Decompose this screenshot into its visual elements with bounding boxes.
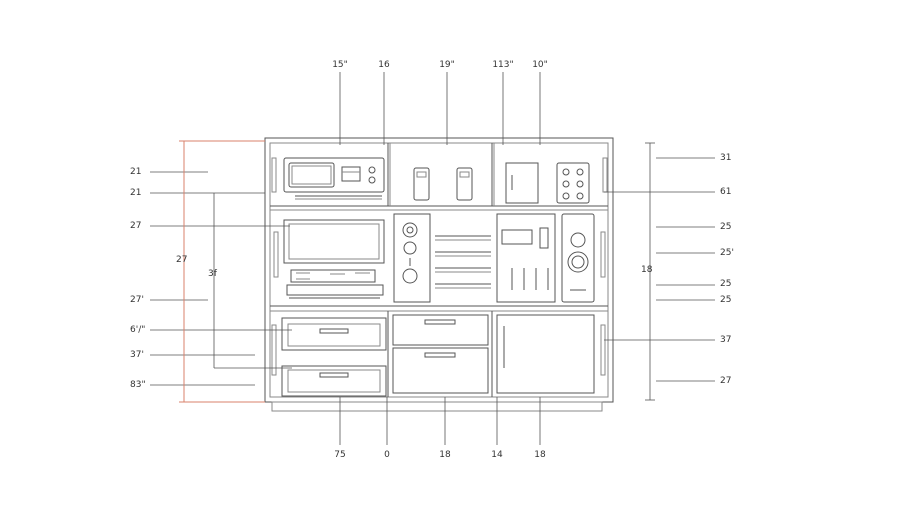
dimension-label-right-7: 37 bbox=[720, 335, 732, 345]
dimension-label-bottom-5: 18 bbox=[534, 450, 546, 460]
small-door bbox=[505, 162, 539, 204]
dimension-label-left-1: 21 bbox=[130, 167, 142, 177]
dimension-label-right-4: 25' bbox=[720, 248, 734, 258]
control-panel bbox=[556, 162, 590, 204]
dimension-label-top-4: 113" bbox=[492, 60, 514, 70]
drawer-tray bbox=[286, 284, 384, 296]
drawer-4 bbox=[392, 347, 489, 394]
dimension-label-right-3: 25 bbox=[720, 222, 732, 232]
cabinet-inner bbox=[269, 142, 609, 398]
dimension-label-right-vertical: 18 bbox=[641, 265, 653, 275]
dimension-label-top-1: 15" bbox=[332, 60, 348, 70]
dimension-label-left-7: 83" bbox=[130, 380, 146, 390]
drawer-2 bbox=[281, 365, 387, 397]
cabinet-base bbox=[271, 401, 603, 412]
spice-rack bbox=[435, 235, 491, 289]
dimension-label-top-2: 16 bbox=[378, 60, 390, 70]
drawer-1 bbox=[281, 317, 387, 351]
dimension-label-right-1: 31 bbox=[720, 153, 732, 163]
utensil-block bbox=[496, 213, 556, 303]
dimension-label-right-8: 27 bbox=[720, 376, 732, 386]
dimension-label-left-4: 27' bbox=[130, 295, 144, 305]
dimension-label-bottom-3: 18 bbox=[439, 450, 451, 460]
dimension-label-left-2: 21 bbox=[130, 188, 142, 198]
dimension-label-bottom-1: 75 bbox=[334, 450, 346, 460]
canister-left bbox=[413, 167, 430, 201]
stereo-unit bbox=[290, 269, 376, 283]
dimension-label-top-3: 19" bbox=[439, 60, 455, 70]
dimension-label-left-6: 37' bbox=[130, 350, 144, 360]
tv-screen bbox=[283, 219, 385, 264]
dimension-label-right-2: 61 bbox=[720, 187, 732, 197]
dimension-label-left-5: 6'/" bbox=[130, 325, 146, 335]
canister-right bbox=[456, 167, 473, 201]
cabinet-door bbox=[496, 314, 595, 394]
knob-panel bbox=[393, 213, 431, 303]
dimension-label-left-vertical-outer: 27 bbox=[176, 255, 188, 265]
drawer-3 bbox=[392, 314, 489, 346]
dimension-label-left-3: 27 bbox=[130, 221, 142, 231]
dimension-label-bottom-2: 0 bbox=[384, 450, 390, 460]
dimension-label-right-6: 25 bbox=[720, 295, 732, 305]
gauge-panel bbox=[561, 213, 595, 303]
dimension-label-left-vertical-inner: 3f bbox=[208, 269, 217, 279]
dimension-label-right-5: 25 bbox=[720, 279, 732, 289]
microwave bbox=[283, 157, 385, 200]
dimension-label-bottom-4: 14 bbox=[491, 450, 503, 460]
dimension-label-top-5: 10" bbox=[532, 60, 548, 70]
accent-dimension-line bbox=[179, 140, 265, 403]
